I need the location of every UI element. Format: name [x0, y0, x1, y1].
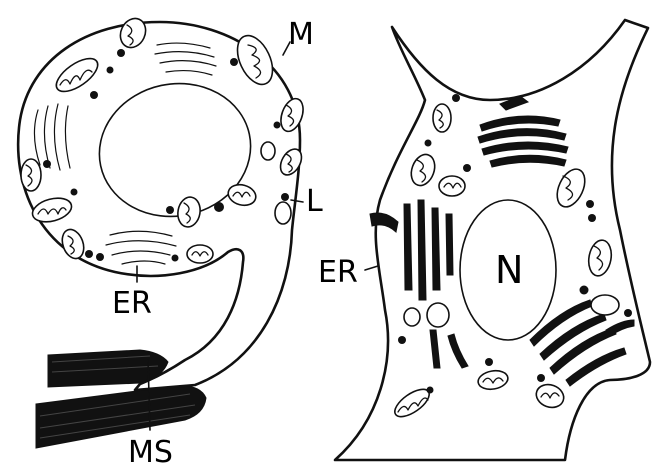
label-er-right: ER [318, 255, 358, 290]
label-er-left: ER [112, 286, 152, 321]
right-cell: ER N [318, 20, 650, 460]
label-m: M [288, 17, 314, 52]
leader-er-right [365, 266, 378, 270]
label-n: N [495, 248, 523, 292]
label-ms: MS [128, 435, 173, 470]
left-cell: M L ER MS [18, 14, 323, 470]
label-l: L [306, 184, 323, 219]
